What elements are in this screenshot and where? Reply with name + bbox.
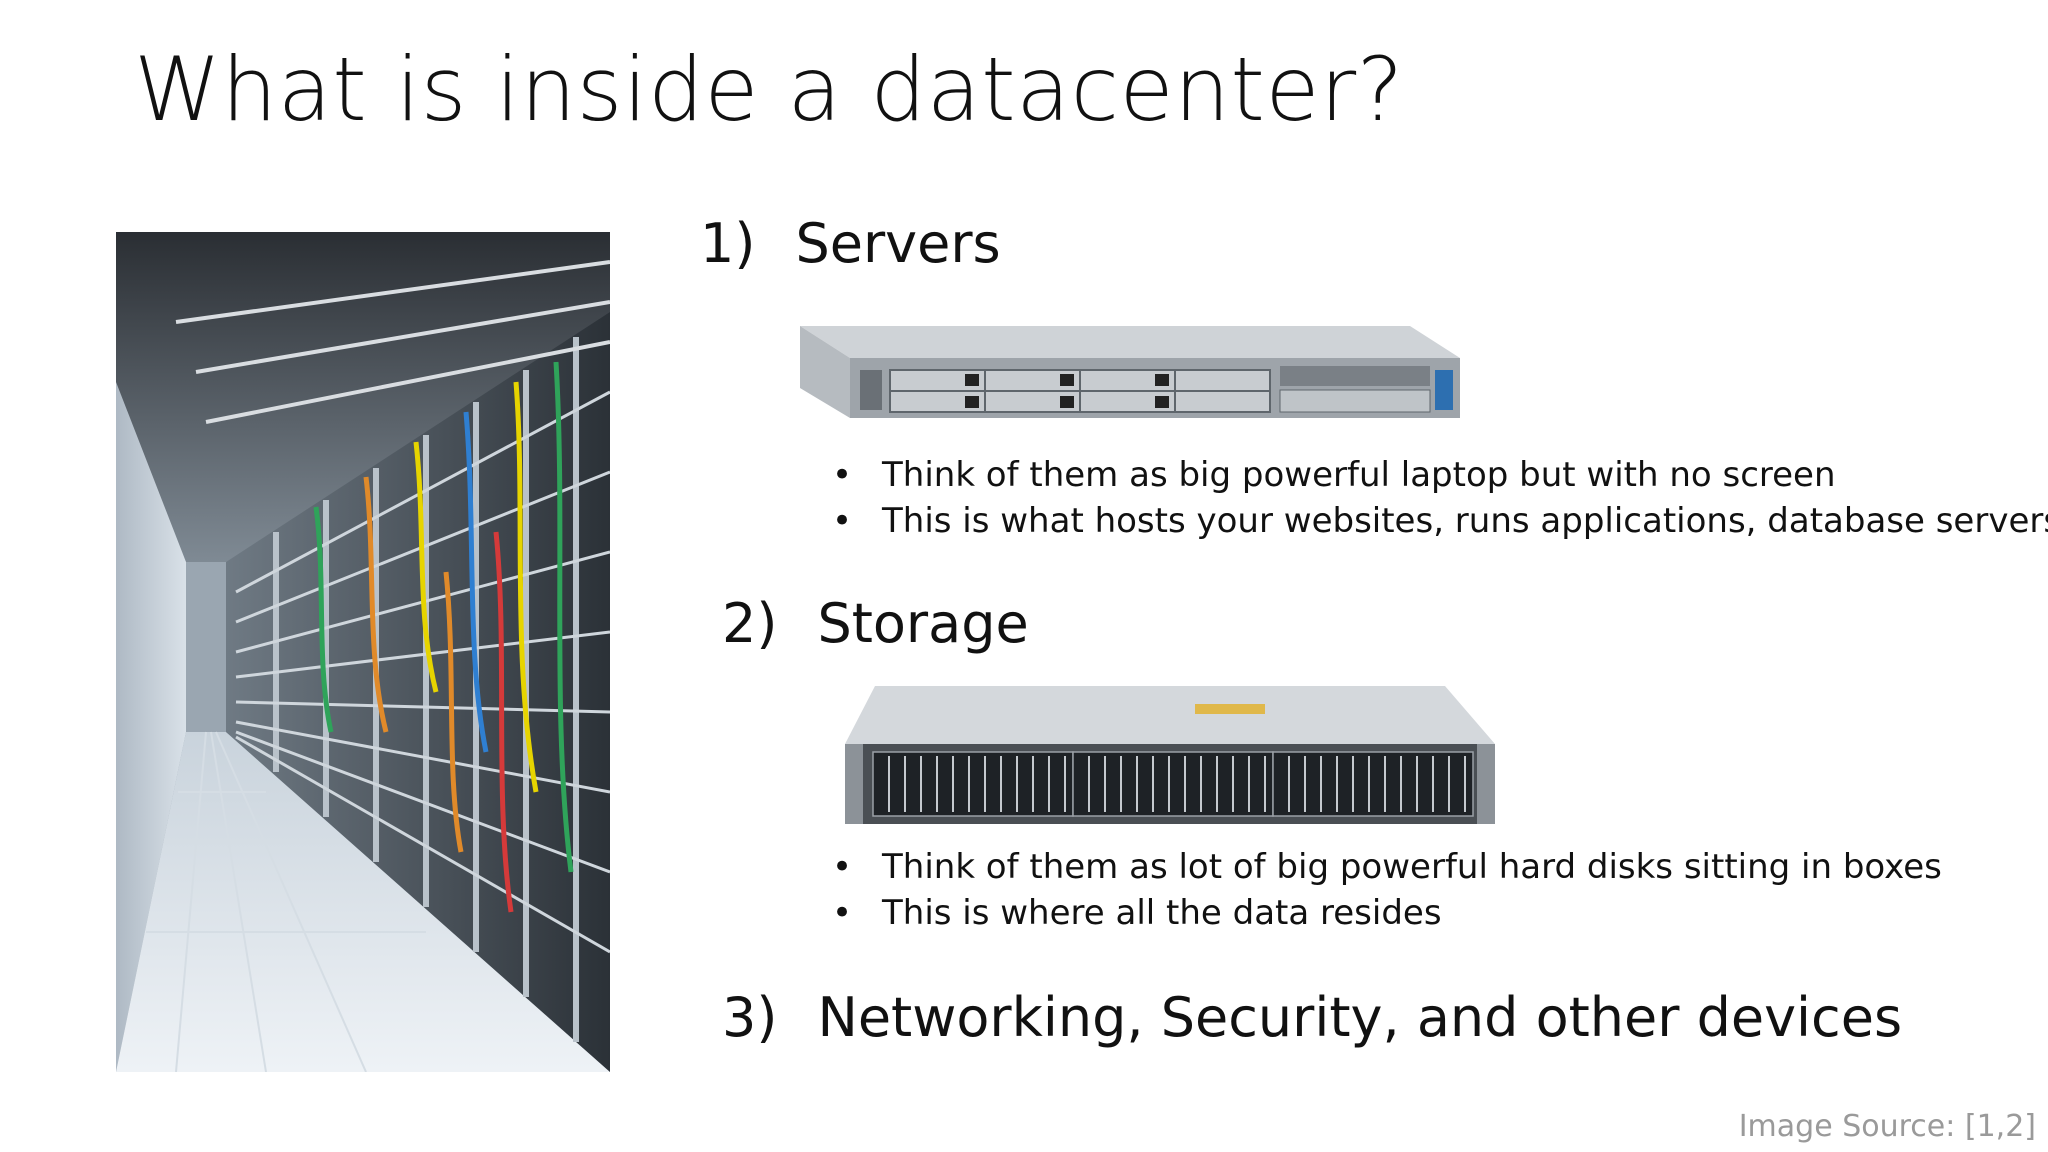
server-image xyxy=(790,318,1460,433)
servers-bullet-list: • Think of them as big powerful laptop bu… xyxy=(832,452,2048,544)
list-item: • Think of them as big powerful laptop bu… xyxy=(832,452,2048,498)
datacenter-aisle-photo xyxy=(116,232,610,1072)
list-item: • Think of them as lot of big powerful ha… xyxy=(832,844,1942,890)
section-number: 3) xyxy=(722,986,778,1049)
section-storage-heading: 2) Storage xyxy=(722,592,1029,655)
bullet-icon: • xyxy=(832,893,853,933)
section-title: Servers xyxy=(795,212,1001,275)
section-servers-heading: 1) Servers xyxy=(700,212,1001,275)
section-number: 1) xyxy=(700,212,756,275)
section-networking-heading: 3) Networking, Security, and other device… xyxy=(722,986,1902,1049)
bullet-icon: • xyxy=(832,847,853,887)
list-item: • This is where all the data resides xyxy=(832,890,1942,936)
slide-title: What is inside a datacenter? xyxy=(134,38,1404,141)
storage-image xyxy=(845,680,1505,835)
bullet-icon: • xyxy=(832,455,853,495)
section-title: Networking, Security, and other devices xyxy=(817,986,1903,1049)
bullet-icon: • xyxy=(832,501,853,541)
rack-server-illustration xyxy=(800,326,1460,418)
bullet-text: This is where all the data resides xyxy=(882,893,1442,933)
section-title: Storage xyxy=(817,592,1029,655)
storage-array-illustration xyxy=(845,686,1495,824)
datacenter-aisle-illustration xyxy=(116,232,610,1072)
bullet-text: Think of them as lot of big powerful har… xyxy=(882,847,1942,887)
list-item: • This is what hosts your websites, runs … xyxy=(832,498,2048,544)
bullet-text: This is what hosts your websites, runs a… xyxy=(882,501,2048,541)
storage-bullet-list: • Think of them as lot of big powerful ha… xyxy=(832,844,1942,936)
section-number: 2) xyxy=(722,592,778,655)
bullet-text: Think of them as big powerful laptop but… xyxy=(882,455,1836,495)
image-source-note: Image Source: [1,2] xyxy=(1738,1109,2036,1144)
